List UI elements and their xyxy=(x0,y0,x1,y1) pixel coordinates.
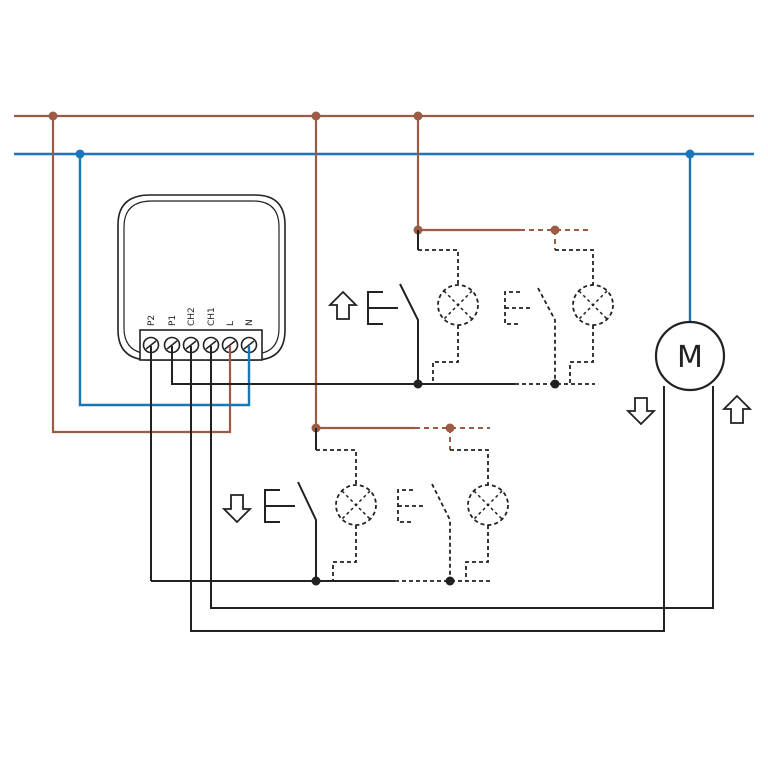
terminal-screw-ch2 xyxy=(182,336,200,354)
switch-icon xyxy=(264,489,295,523)
switch-icon xyxy=(504,291,532,325)
motor-label: M xyxy=(677,340,703,375)
module-output-wires xyxy=(150,346,714,632)
lower-switch-group xyxy=(151,423,509,586)
live-left-wire xyxy=(51,116,232,434)
terminal-label-ch1: CH1 xyxy=(207,307,217,326)
terminal-screw-n xyxy=(240,336,258,354)
junction-dot xyxy=(75,149,85,159)
junction-dot xyxy=(48,111,58,121)
up-arrow-icon xyxy=(721,394,753,424)
down-arrow-icon xyxy=(221,494,253,524)
down-arrow-icon xyxy=(625,397,657,426)
lamp-icon xyxy=(572,284,614,326)
switch-icon xyxy=(367,291,398,325)
lamp-icon xyxy=(335,484,377,526)
terminal-label-ch2: CH2 xyxy=(187,307,197,326)
upper-switch-group xyxy=(327,225,614,389)
lamp-icon xyxy=(467,484,509,526)
terminal-label-p1: P1 xyxy=(168,315,178,326)
lamp-icon xyxy=(437,284,479,326)
motor-icon: M xyxy=(654,320,726,392)
junction-dot xyxy=(413,111,423,121)
junction-dot xyxy=(685,149,695,159)
up-arrow-icon xyxy=(327,290,359,320)
terminal-screw-p1 xyxy=(163,336,181,354)
terminal-label-n: N xyxy=(245,319,255,326)
switch-icon xyxy=(397,489,425,523)
junction-dot xyxy=(311,111,321,121)
neutral-left-wire xyxy=(78,154,251,407)
relay-module xyxy=(117,194,286,361)
terminal-label-l: L xyxy=(226,321,236,326)
terminal-label-p2: P2 xyxy=(147,315,157,326)
